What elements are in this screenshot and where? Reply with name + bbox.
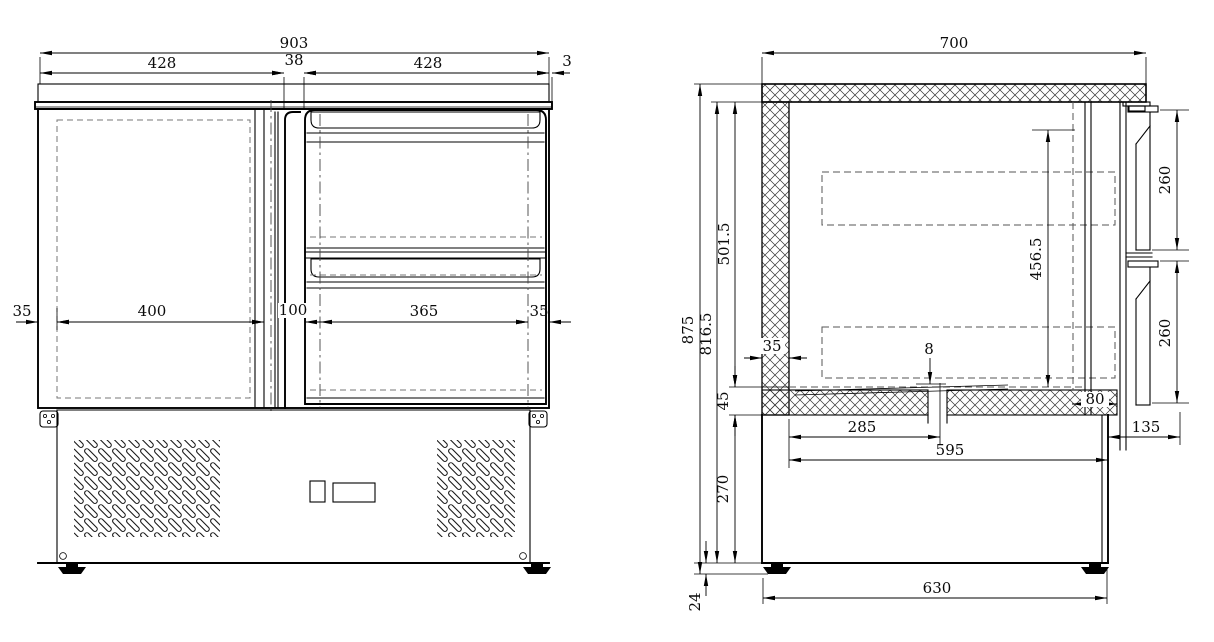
door-edge-profile bbox=[284, 111, 301, 409]
dim-side-depth: 700 bbox=[940, 34, 969, 52]
side-drawer-front-2 bbox=[1125, 252, 1159, 406]
dim-side-wall-thickness: 35 bbox=[762, 337, 781, 355]
dim-side-drain-plate: 8 bbox=[924, 340, 934, 358]
front-drawer-2 bbox=[304, 257, 547, 399]
screw-hole-right bbox=[519, 552, 527, 560]
dim-front-door-opening: 400 bbox=[138, 302, 167, 320]
front-door bbox=[56, 100, 301, 414]
dim-side-upper-drawer: 260 bbox=[1156, 166, 1174, 195]
hinge-right bbox=[528, 410, 548, 428]
dim-front-drawer-opening: 365 bbox=[410, 302, 439, 320]
side-feet bbox=[763, 563, 1109, 574]
dim-side-floor-edge: 80 bbox=[1085, 390, 1104, 408]
front-base bbox=[37, 407, 550, 564]
front-dimensions: 903 428 38 428 3 35 400 100 bbox=[12, 34, 572, 330]
screw-hole-left bbox=[59, 552, 67, 560]
side-dimensions: 700 875 816.5 501.5 45 270 24 bbox=[679, 34, 1189, 612]
front-drawer-1 bbox=[304, 111, 547, 253]
dim-side-overall-height: 875 bbox=[679, 316, 697, 345]
controller-cutout bbox=[332, 482, 376, 503]
door-inner-dashed bbox=[56, 119, 251, 399]
dim-front-right-wall: 35 bbox=[529, 302, 548, 320]
side-floor-section bbox=[761, 384, 1118, 424]
dim-front-left-wall: 35 bbox=[12, 302, 31, 320]
side-interior bbox=[821, 101, 1127, 451]
side-wall-section bbox=[761, 101, 790, 416]
dim-side-floor-thickness: 45 bbox=[714, 391, 732, 410]
dim-side-lower-drawer: 260 bbox=[1156, 319, 1174, 348]
dim-front-center-pillar: 100 bbox=[279, 301, 308, 319]
dim-front-edge-trim: 3 bbox=[562, 52, 572, 70]
drawer-rail-upper-hidden bbox=[821, 171, 1116, 226]
drawer-rail-lower-hidden bbox=[821, 326, 1116, 379]
dim-side-front-overhang: 135 bbox=[1132, 418, 1161, 436]
front-feet bbox=[58, 563, 551, 574]
dim-side-drain-offset: 285 bbox=[848, 418, 877, 436]
front-drawer-unit bbox=[304, 109, 547, 408]
front-view: 903 428 38 428 3 35 400 100 bbox=[12, 34, 572, 574]
drawer1-handle-recess bbox=[310, 111, 541, 129]
dim-front-center-gap: 38 bbox=[284, 51, 303, 69]
dim-side-base-height: 270 bbox=[714, 475, 732, 504]
dim-front-right-section: 428 bbox=[414, 54, 443, 72]
dim-side-body-height: 816.5 bbox=[697, 313, 715, 356]
hinge-left bbox=[39, 410, 59, 428]
dim-side-front-opening: 456.5 bbox=[1027, 238, 1045, 281]
dim-side-interior-height: 501.5 bbox=[715, 223, 733, 266]
dim-side-base-depth: 630 bbox=[923, 579, 952, 597]
switch-cutout bbox=[309, 480, 326, 503]
dim-front-overall: 903 bbox=[280, 34, 309, 52]
drawer2-handle-recess bbox=[310, 258, 541, 278]
side-worktop-section bbox=[761, 83, 1147, 103]
drain-plate-bottom bbox=[794, 388, 1009, 396]
side-view: 700 875 816.5 501.5 45 270 24 bbox=[679, 34, 1189, 612]
side-drawer-front-1 bbox=[1127, 105, 1159, 251]
dim-front-left-section: 428 bbox=[148, 54, 177, 72]
vent-grille-left bbox=[74, 440, 220, 537]
dim-side-foot-height: 24 bbox=[686, 592, 704, 611]
dim-side-inner-depth: 595 bbox=[936, 441, 965, 459]
vent-grille-right bbox=[437, 440, 515, 537]
drain-plate-top bbox=[794, 384, 1009, 392]
